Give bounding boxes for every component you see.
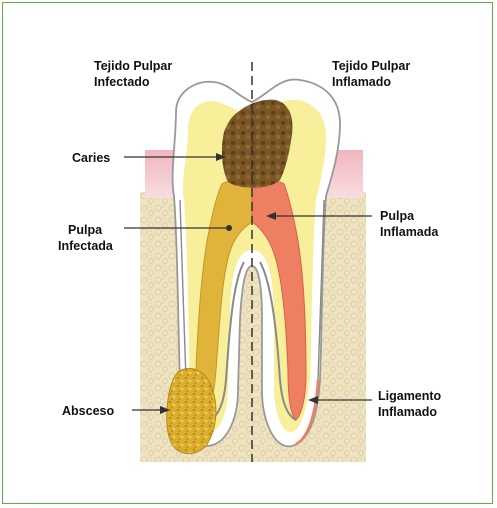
- label-inflamed-pulp-line1: Pulpa: [380, 209, 415, 223]
- abscess: [167, 369, 216, 454]
- label-infected-tissue-line1: Tejido Pulpar: [94, 59, 172, 73]
- label-ligament-line1: Ligamento: [378, 389, 442, 403]
- infected-pulp-leader-dot: [226, 225, 232, 231]
- label-ligament-line2: Inflamado: [378, 405, 437, 419]
- label-infected-tissue-line2: Infectado: [94, 75, 150, 89]
- label-abscess: Absceso: [62, 404, 114, 418]
- label-caries: Caries: [72, 151, 110, 165]
- label-infected-pulp-line1: Pulpa: [68, 223, 103, 237]
- label-infected-pulp-line2: Infectada: [58, 239, 114, 253]
- label-inflamed-pulp-line2: Inflamada: [380, 225, 439, 239]
- label-inflamed-tissue-line1: Tejido Pulpar: [332, 59, 410, 73]
- label-inflamed-tissue-line2: Inflamado: [332, 75, 391, 89]
